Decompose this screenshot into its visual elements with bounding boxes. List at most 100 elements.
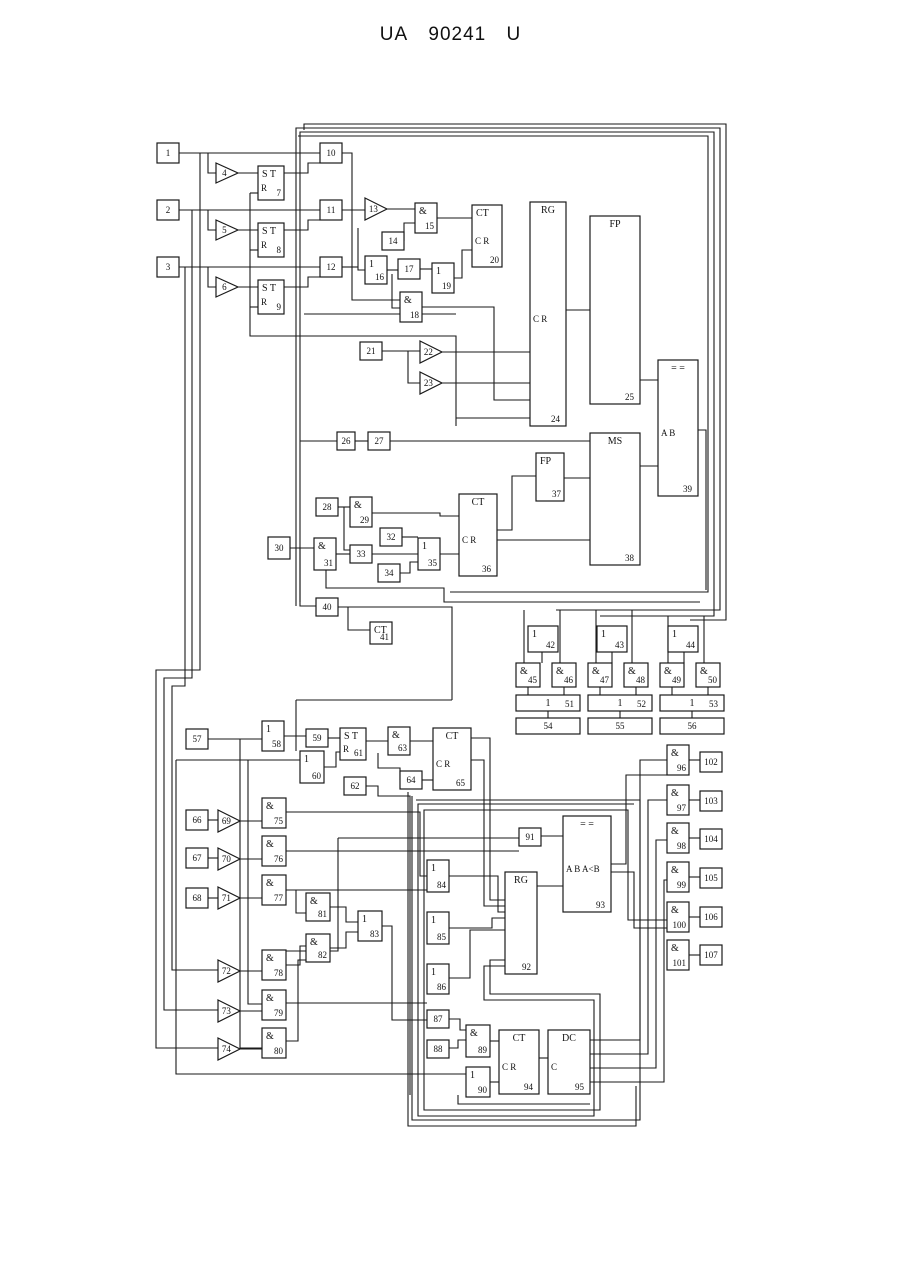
block-70: 70 [218, 848, 240, 870]
block-label: 78 [274, 968, 284, 978]
block-label: 43 [615, 640, 625, 650]
block-84: 184 [427, 860, 449, 892]
block-label: 18 [410, 310, 420, 320]
block-58: 158 [262, 721, 284, 751]
block-51: 151 [516, 695, 580, 711]
block-function-symbol: = = [580, 819, 594, 830]
block-label: 12 [327, 262, 336, 272]
block-45: &45 [516, 663, 540, 687]
block-function-symbol: & [628, 666, 636, 677]
block-label: 89 [478, 1045, 488, 1055]
block-56: 56 [660, 718, 724, 734]
block-function-symbol: 1 [546, 698, 551, 709]
block-label: 31 [324, 558, 333, 568]
block-label: 50 [708, 675, 718, 685]
block-label: 87 [434, 1014, 444, 1024]
block-label: 11 [327, 205, 336, 215]
block-function-symbol: & [266, 953, 274, 964]
block-label: 26 [342, 436, 352, 446]
block-43: 143 [597, 626, 627, 652]
block-pin-labels: R [261, 297, 267, 307]
block-1: 1 [157, 143, 179, 163]
block-function-symbol: & [310, 896, 318, 907]
block-label: 25 [625, 392, 635, 402]
block-function-symbol: & [700, 666, 708, 677]
block-35: 135 [418, 538, 440, 570]
block-10: 10 [320, 143, 342, 163]
block-pin-labels: R [343, 744, 349, 754]
block-label: 27 [375, 436, 385, 446]
block-function-symbol: S T [262, 226, 276, 237]
block-label: 3 [166, 262, 171, 272]
block-42: 142 [528, 626, 558, 652]
block-label: 46 [564, 675, 574, 685]
block-62: 62 [344, 777, 366, 795]
amplifier-shape [216, 220, 238, 240]
block-4: 4 [216, 163, 238, 183]
block-pin-labels: A B [661, 428, 675, 438]
block-function-symbol: RG [514, 875, 528, 886]
block-label: 14 [389, 236, 399, 246]
block-92: RG92 [505, 872, 537, 974]
block-label: 59 [313, 733, 323, 743]
block-pin-labels: C [551, 1062, 557, 1072]
block-label: 86 [437, 982, 447, 992]
block-5: 5 [216, 220, 238, 240]
block-label: 42 [546, 640, 555, 650]
block-label: 5 [222, 225, 227, 235]
block-function-symbol: 1 [431, 915, 436, 926]
block-label: 60 [312, 771, 322, 781]
block-98: &98 [667, 823, 689, 853]
block-label: 69 [222, 816, 232, 826]
block-label: 94 [524, 1082, 534, 1092]
block-104: 104 [700, 829, 722, 849]
block-label: 24 [551, 414, 561, 424]
block-2: 2 [157, 200, 179, 220]
block-label: 17 [405, 264, 415, 274]
block-function-symbol: & [266, 839, 274, 850]
block-function-symbol: & [470, 1028, 478, 1039]
block-label: 28 [323, 502, 333, 512]
block-function-symbol: 1 [422, 541, 427, 552]
block-label: 80 [274, 1046, 284, 1056]
block-label: 76 [274, 854, 284, 864]
block-76: &76 [262, 836, 286, 866]
block-107: 107 [700, 945, 722, 965]
block-label: 70 [222, 854, 232, 864]
block-30: 30 [268, 537, 290, 559]
block-34: 34 [378, 564, 400, 582]
block-40: 40 [316, 598, 338, 616]
block-label: 15 [425, 221, 435, 231]
block-pin-labels: C R [533, 314, 547, 324]
block-function-symbol: 1 [618, 698, 623, 709]
block-label: 93 [596, 900, 606, 910]
block-function-symbol: 1 [470, 1070, 475, 1081]
block-89: &89 [466, 1025, 490, 1057]
block-function-symbol: & [592, 666, 600, 677]
block-label: 54 [544, 721, 554, 731]
block-label: 65 [456, 778, 466, 788]
block-33: 33 [350, 545, 372, 563]
block-41: CT41 [370, 622, 392, 644]
block-function-symbol: FP [540, 456, 552, 467]
block-71: 71 [218, 887, 240, 909]
block-77: &77 [262, 875, 286, 905]
block-label: 45 [528, 675, 538, 685]
block-11: 11 [320, 200, 342, 220]
block-label: 16 [375, 272, 385, 282]
block-label: 34 [385, 568, 395, 578]
block-label: 88 [434, 1044, 444, 1054]
block-function-symbol: RG [541, 205, 555, 216]
block-pin-labels: C R [436, 759, 450, 769]
block-function-symbol: 1 [436, 266, 441, 277]
block-93: = =A B A<B93 [563, 816, 611, 912]
block-label: 91 [526, 832, 535, 842]
block-label: 100 [673, 920, 687, 930]
block-function-symbol: & [310, 937, 318, 948]
block-label: 38 [625, 553, 635, 563]
block-label: 107 [704, 950, 718, 960]
block-label: 19 [442, 281, 452, 291]
block-label: 63 [398, 743, 408, 753]
block-60: 160 [300, 751, 324, 783]
block-64: 64 [400, 771, 422, 789]
